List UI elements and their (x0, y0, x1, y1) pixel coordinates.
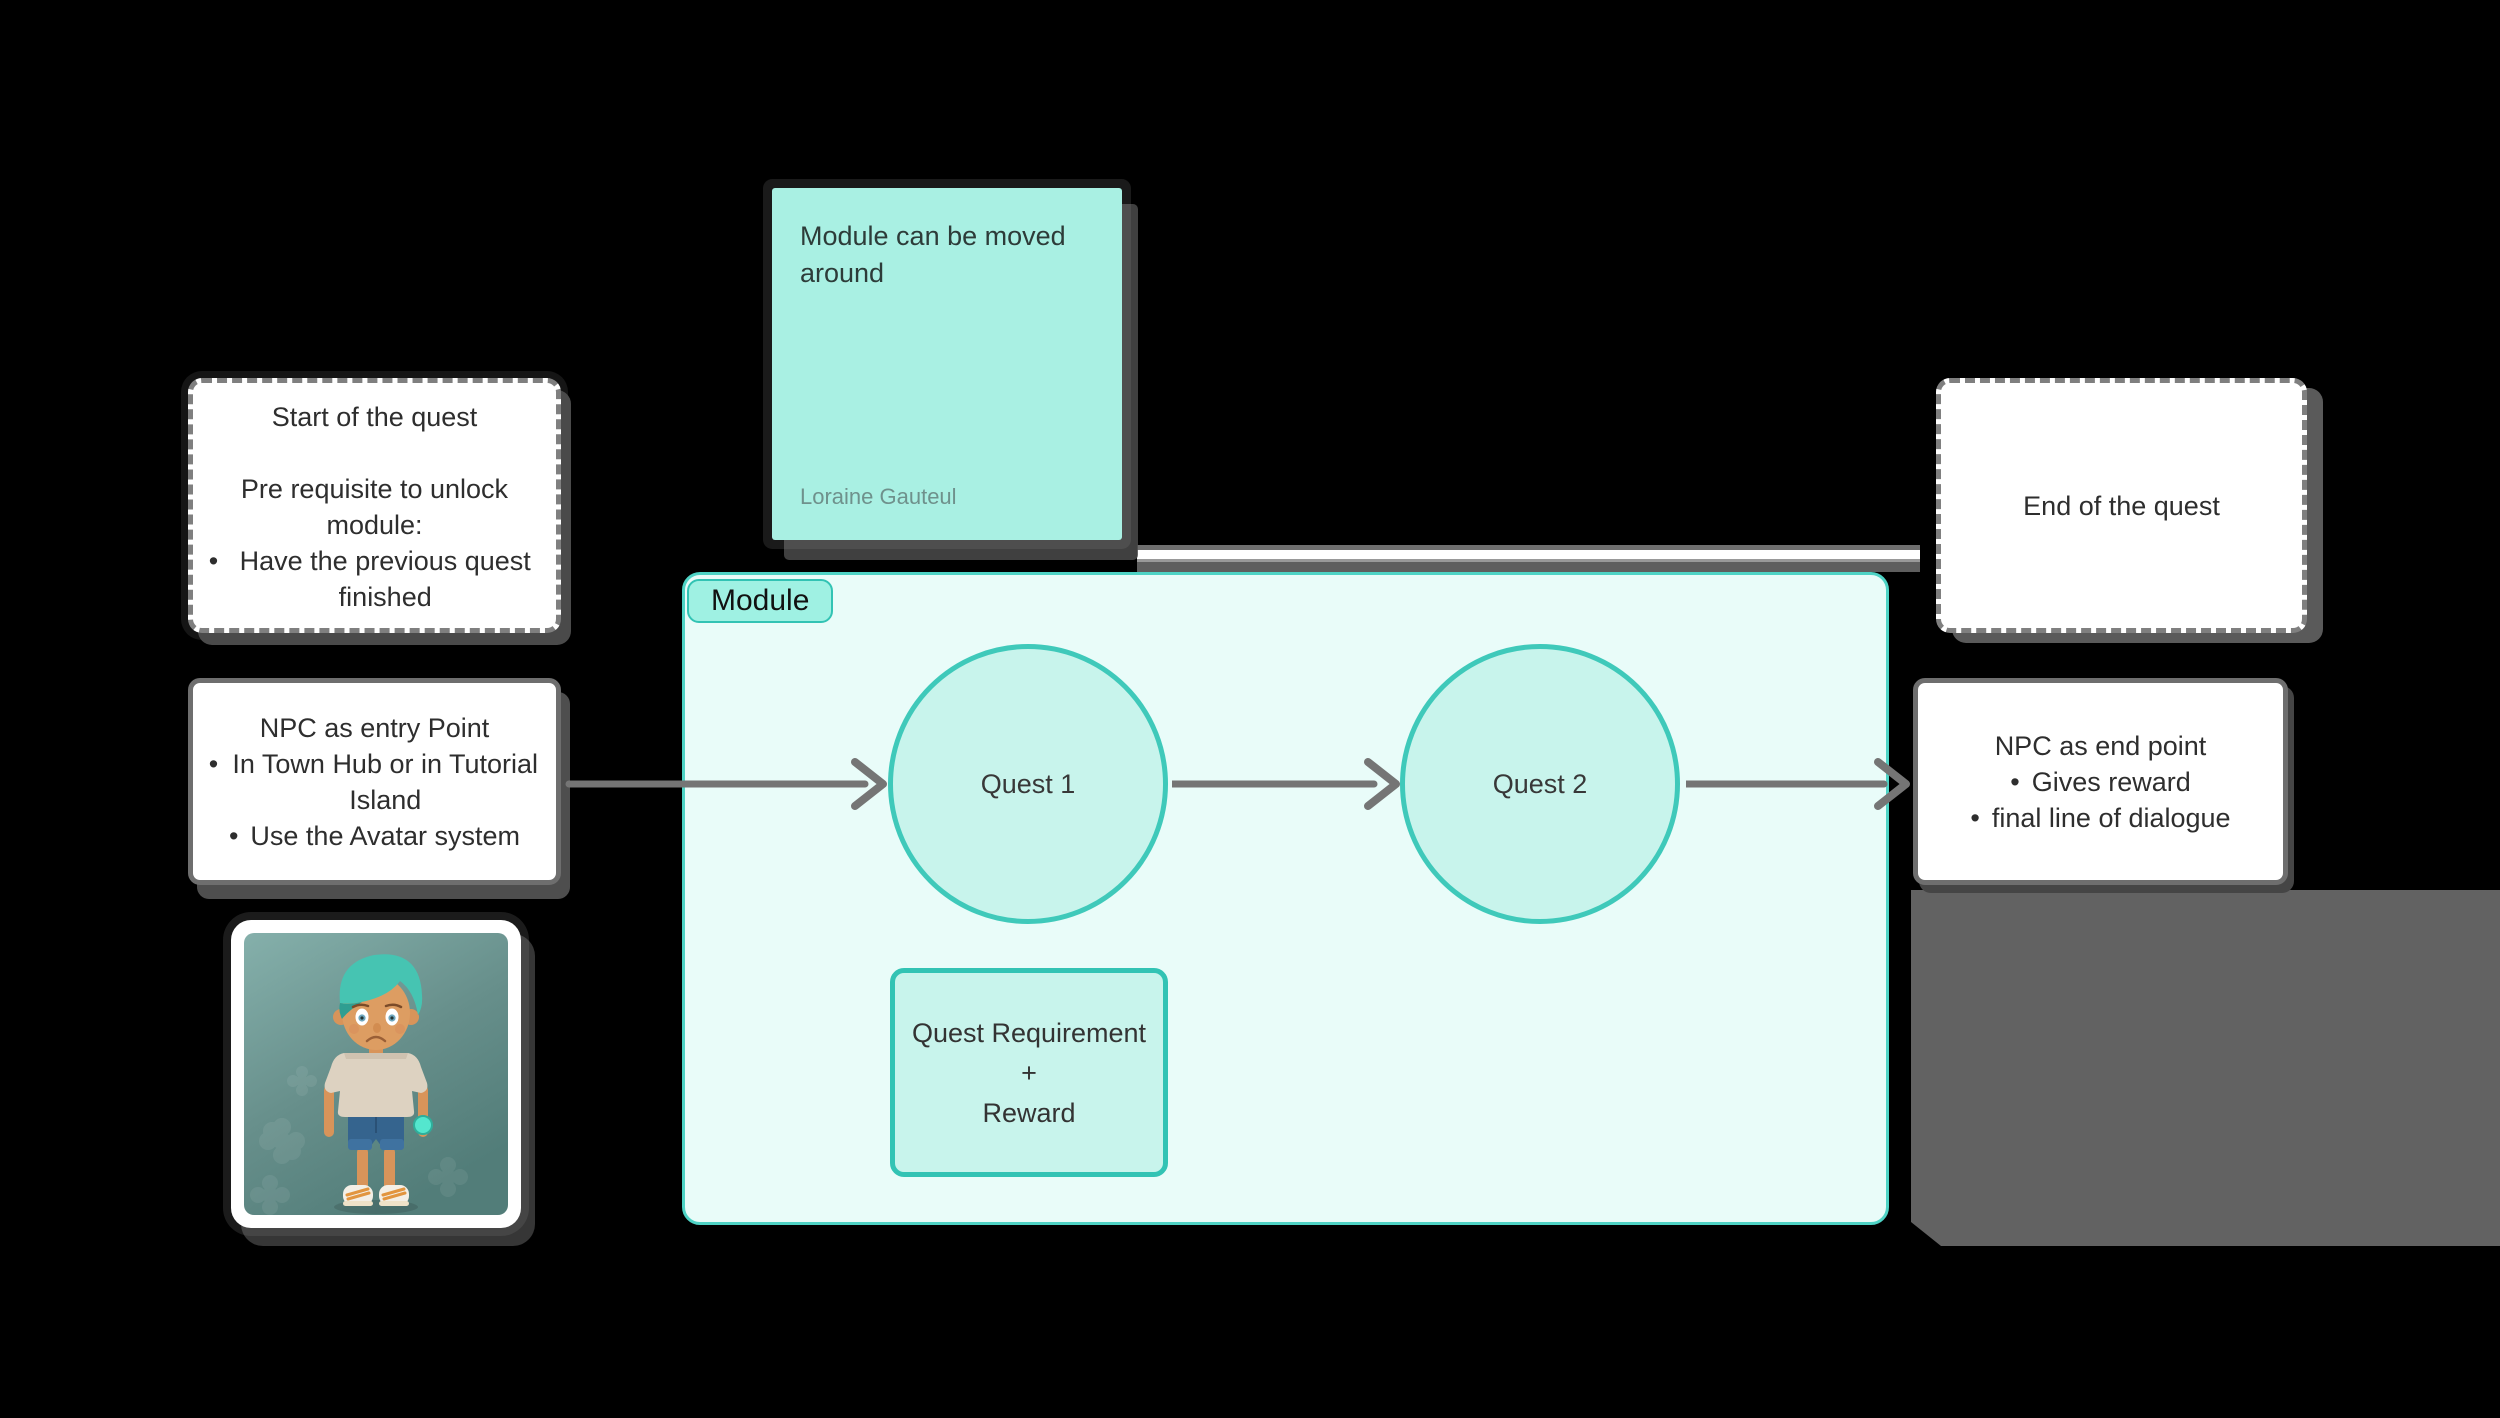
watch (413, 1115, 433, 1135)
module-label[interactable]: Module (687, 579, 834, 623)
npc-entry-title: NPC as entry Point (259, 712, 490, 743)
npc-end-box[interactable]: NPC as end point • Gives reward • final … (1913, 678, 2288, 885)
end-quest-title: End of the quest (2023, 490, 2220, 521)
requirement-line-2: + (1021, 1057, 1037, 1088)
start-quest-bullet: • Have the previous quest finished (209, 543, 540, 615)
face (349, 1003, 405, 1043)
start-quest-title: Start of the quest (271, 402, 478, 432)
end-quest-box[interactable]: End of the quest (1936, 378, 2307, 633)
shoes (343, 1185, 409, 1206)
bullet-icon: • (208, 546, 219, 576)
connector-to-end-shadow (1137, 562, 1920, 572)
sticky-note-author: Loraine Gauteul (800, 484, 957, 509)
start-quest-box[interactable]: Start of the quest Pre requisite to unlo… (188, 378, 561, 633)
bullet-text: In Town Hub or in Tutorial Island (232, 748, 539, 815)
bullet-icon: • (1970, 802, 1980, 833)
quest-requirement-box[interactable]: Quest Requirement + Reward (890, 968, 1168, 1177)
shorts (348, 1115, 404, 1150)
quest-2-node[interactable]: Quest 2 (1400, 644, 1680, 924)
quest-1-node[interactable]: Quest 1 (888, 644, 1168, 924)
quest-2-label: Quest 2 (1492, 768, 1588, 799)
npc-avatar-card[interactable] (231, 920, 521, 1228)
bullet-text: final line of dialogue (1991, 802, 2231, 833)
arrow-quest1-to-quest2[interactable] (1172, 752, 1404, 816)
connector-to-end-line-2[interactable] (1137, 559, 1920, 562)
npc-avatar-image (244, 933, 508, 1215)
flower-pattern (250, 1066, 468, 1215)
sticky-note[interactable]: Module can be moved around Loraine Gaute… (772, 188, 1122, 540)
bullet-icon: • (208, 748, 219, 779)
bullet-text: Have the previous quest finished (239, 546, 531, 612)
npc-end-bullet-1: • Gives reward (2010, 764, 2191, 800)
npc-entry-box[interactable]: NPC as entry Point • In Town Hub or in T… (188, 678, 561, 885)
sticky-note-text: Module can be moved around (800, 221, 1066, 288)
npc-entry-bullet-2: • Use the Avatar system (229, 818, 520, 854)
bullet-icon: • (2010, 766, 2020, 797)
npc-end-title: NPC as end point (1994, 730, 2207, 761)
start-quest-subtitle: Pre requisite to unlock module: (240, 474, 509, 540)
bullet-icon: • (228, 820, 239, 851)
hair (339, 954, 423, 1015)
connector-to-end-highlight (1137, 550, 1920, 559)
quest-1-label: Quest 1 (980, 768, 1076, 799)
connector-to-end-line[interactable] (1137, 545, 1920, 550)
arrow-entry-to-quest1[interactable] (565, 752, 895, 816)
bullet-text: Gives reward (2031, 766, 2191, 797)
npc-entry-bullet-1: • In Town Hub or in Tutorial Island (209, 746, 540, 818)
requirement-line-1: Quest Requirement (911, 1017, 1147, 1048)
frame-shadow-block (1911, 890, 2500, 1246)
bullet-text: Use the Avatar system (250, 820, 521, 851)
module-container[interactable]: Module Quest 1 Quest 2 Quest Requirement… (682, 572, 1889, 1225)
npc-end-bullet-2: • final line of dialogue (1970, 800, 2230, 836)
requirement-line-3: Reward (982, 1097, 1076, 1128)
arrow-quest2-to-npc-end[interactable] (1686, 752, 1916, 816)
